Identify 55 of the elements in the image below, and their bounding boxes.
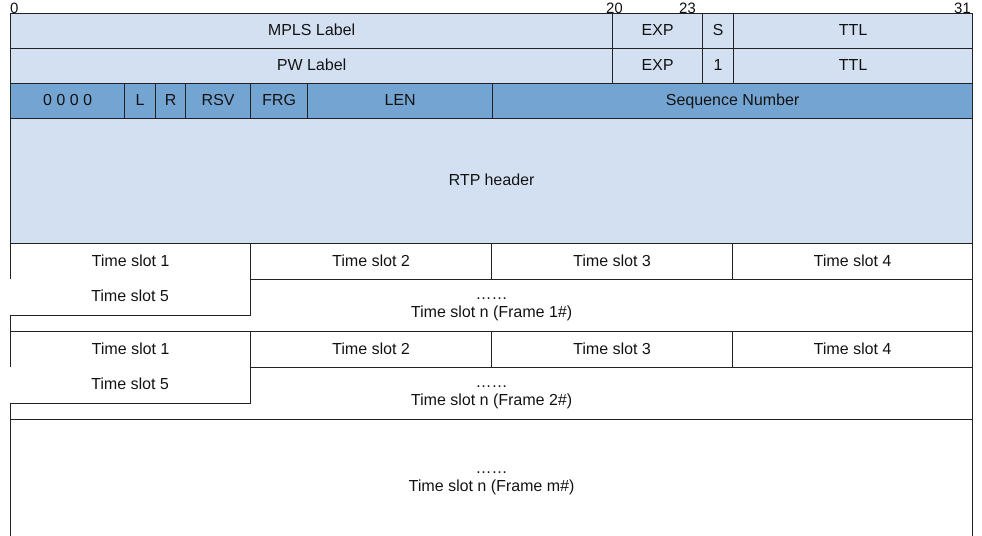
field-cell (733, 48, 973, 84)
field-label: S (712, 22, 724, 40)
frame-area (10, 279, 973, 332)
field-label: Time slot 1 (92, 340, 170, 358)
field-label: …… (476, 460, 508, 478)
header-field (10, 118, 973, 244)
field-cell (185, 83, 251, 119)
bit-number: 31 (954, 0, 971, 18)
field-cell (10, 13, 613, 49)
field-label: TTL (838, 57, 868, 75)
field-label: EXP (641, 57, 674, 75)
field-label: TTL (838, 22, 868, 40)
field-label: Sequence Number (666, 92, 800, 110)
field-cell (612, 13, 703, 49)
field-label: …… (476, 286, 508, 304)
field-label: LEN (384, 92, 416, 110)
bit-number: 0 (10, 0, 18, 18)
field-cell (124, 83, 156, 119)
field-label: Time slot 4 (814, 252, 892, 270)
bit-number: 20 (606, 0, 623, 18)
field-label: Time slot 3 (573, 340, 651, 358)
field-cell (250, 83, 308, 119)
field-label: Time slot 4 (814, 340, 892, 358)
field-cell (10, 48, 613, 84)
field-cell (10, 83, 125, 119)
field-label: 0 0 0 0 (43, 92, 92, 110)
field-label: Time slot n (Frame 2#) (410, 392, 572, 410)
field-cell (612, 48, 703, 84)
frame-area (10, 419, 973, 536)
field-label: PW Label (276, 57, 346, 75)
field-label: Time slot 2 (332, 340, 410, 358)
field-label: Time slot 5 (91, 376, 169, 394)
field-label: L (136, 92, 144, 110)
field-label: Time slot 1 (92, 252, 170, 270)
field-label: Time slot n (Frame m#) (408, 478, 574, 496)
field-label: Time slot 3 (573, 252, 651, 270)
bit-number: 23 (679, 0, 696, 18)
field-cell (155, 83, 186, 119)
field-label: R (164, 92, 176, 110)
field-label: RTP header (448, 172, 534, 190)
field-label: 1 (714, 57, 722, 75)
field-label: Time slot 2 (332, 252, 410, 270)
field-label: Time slot n (Frame 1#) (410, 304, 572, 322)
field-cell (492, 83, 973, 119)
field-cell (702, 48, 734, 84)
field-cell (702, 13, 734, 49)
field-label: EXP (641, 22, 674, 40)
field-cell (307, 83, 493, 119)
field-cell (733, 13, 973, 49)
frame-area (10, 367, 973, 420)
field-label: MPLS Label (268, 22, 356, 40)
field-label: RSV (202, 92, 234, 110)
field-label: Time slot 5 (91, 288, 169, 306)
field-label: FRG (262, 92, 296, 110)
field-label: …… (476, 374, 508, 392)
